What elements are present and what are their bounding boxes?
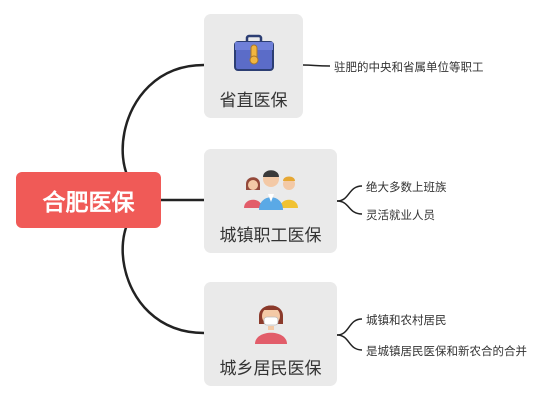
leaf-urban-employee-1: 绝大多数上班族 xyxy=(366,180,447,194)
branch-label-urban-rural-resident: 城乡居民医保 xyxy=(219,359,322,379)
branch-card-urban-rural-resident[interactable]: 城乡居民医保 xyxy=(204,282,337,386)
root-node[interactable]: 合肥医保 xyxy=(16,172,161,228)
workers-group-icon xyxy=(239,163,303,213)
briefcase-icon xyxy=(228,28,280,78)
branch-label-provincial: 省直医保 xyxy=(219,91,288,111)
connector-branch-3-leaf-2 xyxy=(336,334,363,351)
masked-resident-icon xyxy=(245,296,297,346)
branch-card-urban-employee[interactable]: 城镇职工医保 xyxy=(204,149,337,253)
connector-branch-1-leaf-1 xyxy=(302,64,331,67)
connector-branch-2-leaf-2 xyxy=(336,200,363,215)
leaf-urban-employee-2: 灵活就业人员 xyxy=(366,208,435,222)
branch-label-urban-employee: 城镇职工医保 xyxy=(219,226,322,246)
connector-branch-2-leaf-1 xyxy=(336,185,363,202)
leaf-resident-1: 城镇和农村居民 xyxy=(366,313,447,327)
leaf-provincial-1: 驻肥的中央和省属单位等职工 xyxy=(334,60,484,74)
leaf-resident-2: 是城镇居民医保和新农合的合并 xyxy=(366,344,527,358)
connector-branch-3-leaf-1 xyxy=(336,318,363,336)
branch-card-provincial[interactable]: 省直医保 xyxy=(204,14,303,118)
root-label: 合肥医保 xyxy=(42,190,135,216)
